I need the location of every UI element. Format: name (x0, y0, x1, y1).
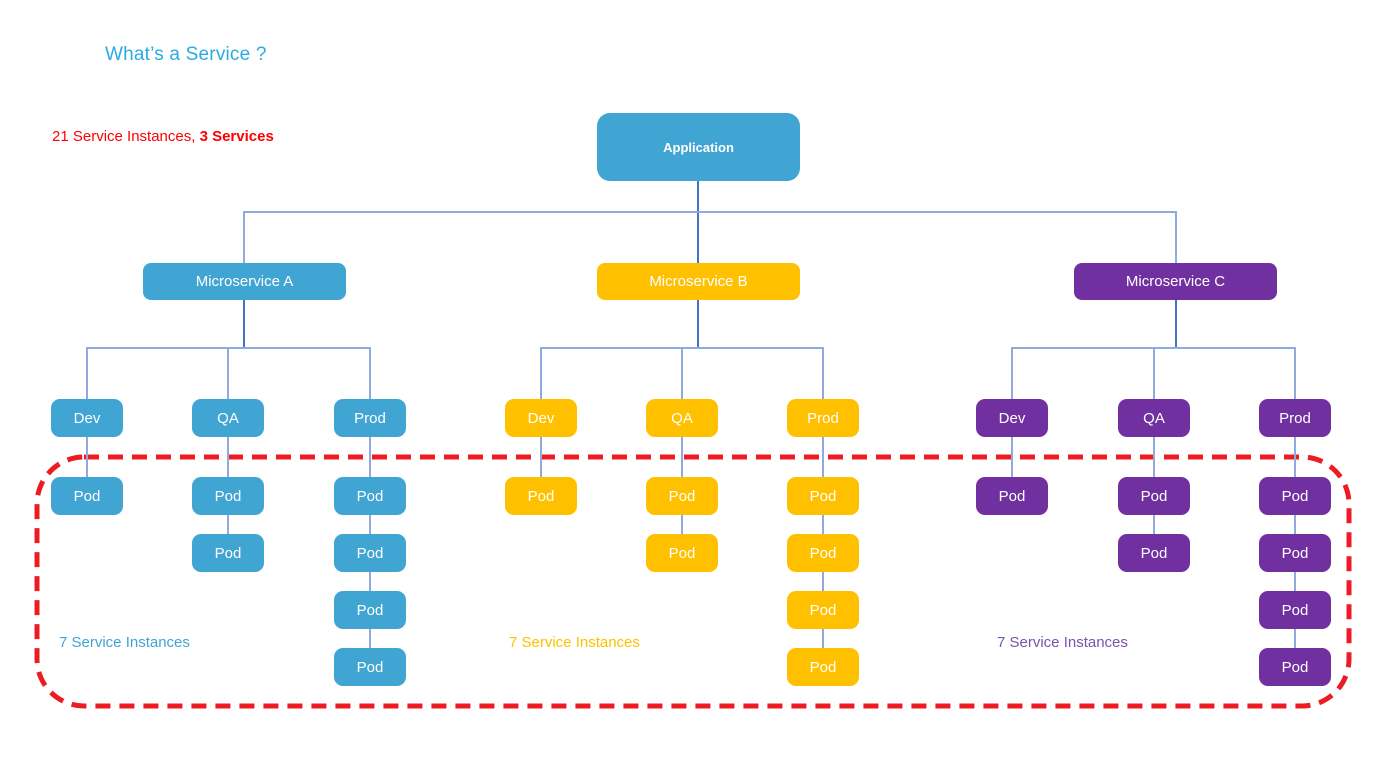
connector-line (86, 347, 88, 400)
node-microservice-b: Microservice B (597, 263, 800, 300)
connector-line (86, 437, 88, 478)
node-env-prod-c: Prod (1259, 399, 1331, 437)
summary-bold: 3 Services (199, 128, 274, 145)
node-env-dev-a: Dev (51, 399, 123, 437)
connector-line (243, 300, 245, 348)
node-pod: Pod (1259, 534, 1331, 572)
connector-line (369, 437, 371, 478)
node-env-dev-c: Dev (976, 399, 1048, 437)
node-pod: Pod (787, 534, 859, 572)
node-pod: Pod (505, 477, 577, 515)
node-pod: Pod (976, 477, 1048, 515)
connector-line (227, 514, 229, 535)
node-pod: Pod (192, 477, 264, 515)
connector-line (227, 347, 229, 400)
connector-line (1175, 299, 1177, 348)
connector-line (681, 347, 683, 400)
page-title: What’s a Service ? (105, 44, 267, 65)
node-pod: Pod (334, 648, 406, 686)
node-env-qa-a: QA (192, 399, 264, 437)
connector-line (369, 628, 371, 649)
node-microservice-a: Microservice A (143, 263, 346, 300)
connector-line (1153, 437, 1155, 478)
connector-line (1011, 437, 1013, 478)
connector-line (822, 571, 824, 592)
node-pod: Pod (787, 591, 859, 629)
node-env-qa-c: QA (1118, 399, 1190, 437)
connector-line (243, 211, 245, 264)
connector-line (540, 347, 542, 400)
node-pod: Pod (1118, 477, 1190, 515)
node-application: Application (597, 113, 800, 181)
node-pod: Pod (787, 477, 859, 515)
node-env-prod-b: Prod (787, 399, 859, 437)
node-pod: Pod (787, 648, 859, 686)
node-pod: Pod (1118, 534, 1190, 572)
instances-note-c: 7 Service Instances (997, 634, 1128, 651)
connector-line (1294, 347, 1296, 400)
connector-line (1153, 347, 1155, 400)
connector-line (681, 514, 683, 535)
node-pod: Pod (334, 477, 406, 515)
node-pod: Pod (646, 534, 718, 572)
connector-line (822, 437, 824, 478)
node-pod: Pod (1259, 591, 1331, 629)
node-pod: Pod (1259, 648, 1331, 686)
connector-line (1011, 347, 1013, 400)
connector-line (227, 437, 229, 478)
node-pod: Pod (51, 477, 123, 515)
node-pod: Pod (192, 534, 264, 572)
connector-line (369, 571, 371, 592)
connector-line (540, 437, 542, 478)
connector-line (1294, 571, 1296, 592)
connector-line (1175, 211, 1177, 264)
node-env-prod-a: Prod (334, 399, 406, 437)
connector-line (1294, 628, 1296, 649)
node-microservice-c: Microservice C (1074, 263, 1277, 300)
connector-line (681, 437, 683, 478)
connector-line (1294, 514, 1296, 535)
node-pod: Pod (646, 477, 718, 515)
connector-line (697, 181, 699, 263)
instances-note-b: 7 Service Instances (509, 634, 640, 651)
node-env-dev-b: Dev (505, 399, 577, 437)
connector-line (822, 514, 824, 535)
connector-line (1153, 514, 1155, 535)
connector-line (822, 347, 824, 400)
connector-line (369, 347, 371, 400)
connector-line (697, 299, 699, 348)
node-pod: Pod (334, 534, 406, 572)
node-pod: Pod (1259, 477, 1331, 515)
summary-text: 21 Service Instances, 3 Services (52, 128, 274, 145)
node-env-qa-b: QA (646, 399, 718, 437)
connector-line (1294, 437, 1296, 478)
connector-line (822, 628, 824, 649)
node-pod: Pod (334, 591, 406, 629)
connector-line (369, 514, 371, 535)
summary-prefix: 21 Service Instances, (52, 128, 200, 145)
instances-note-a: 7 Service Instances (59, 634, 190, 651)
connector-line (243, 211, 1177, 213)
